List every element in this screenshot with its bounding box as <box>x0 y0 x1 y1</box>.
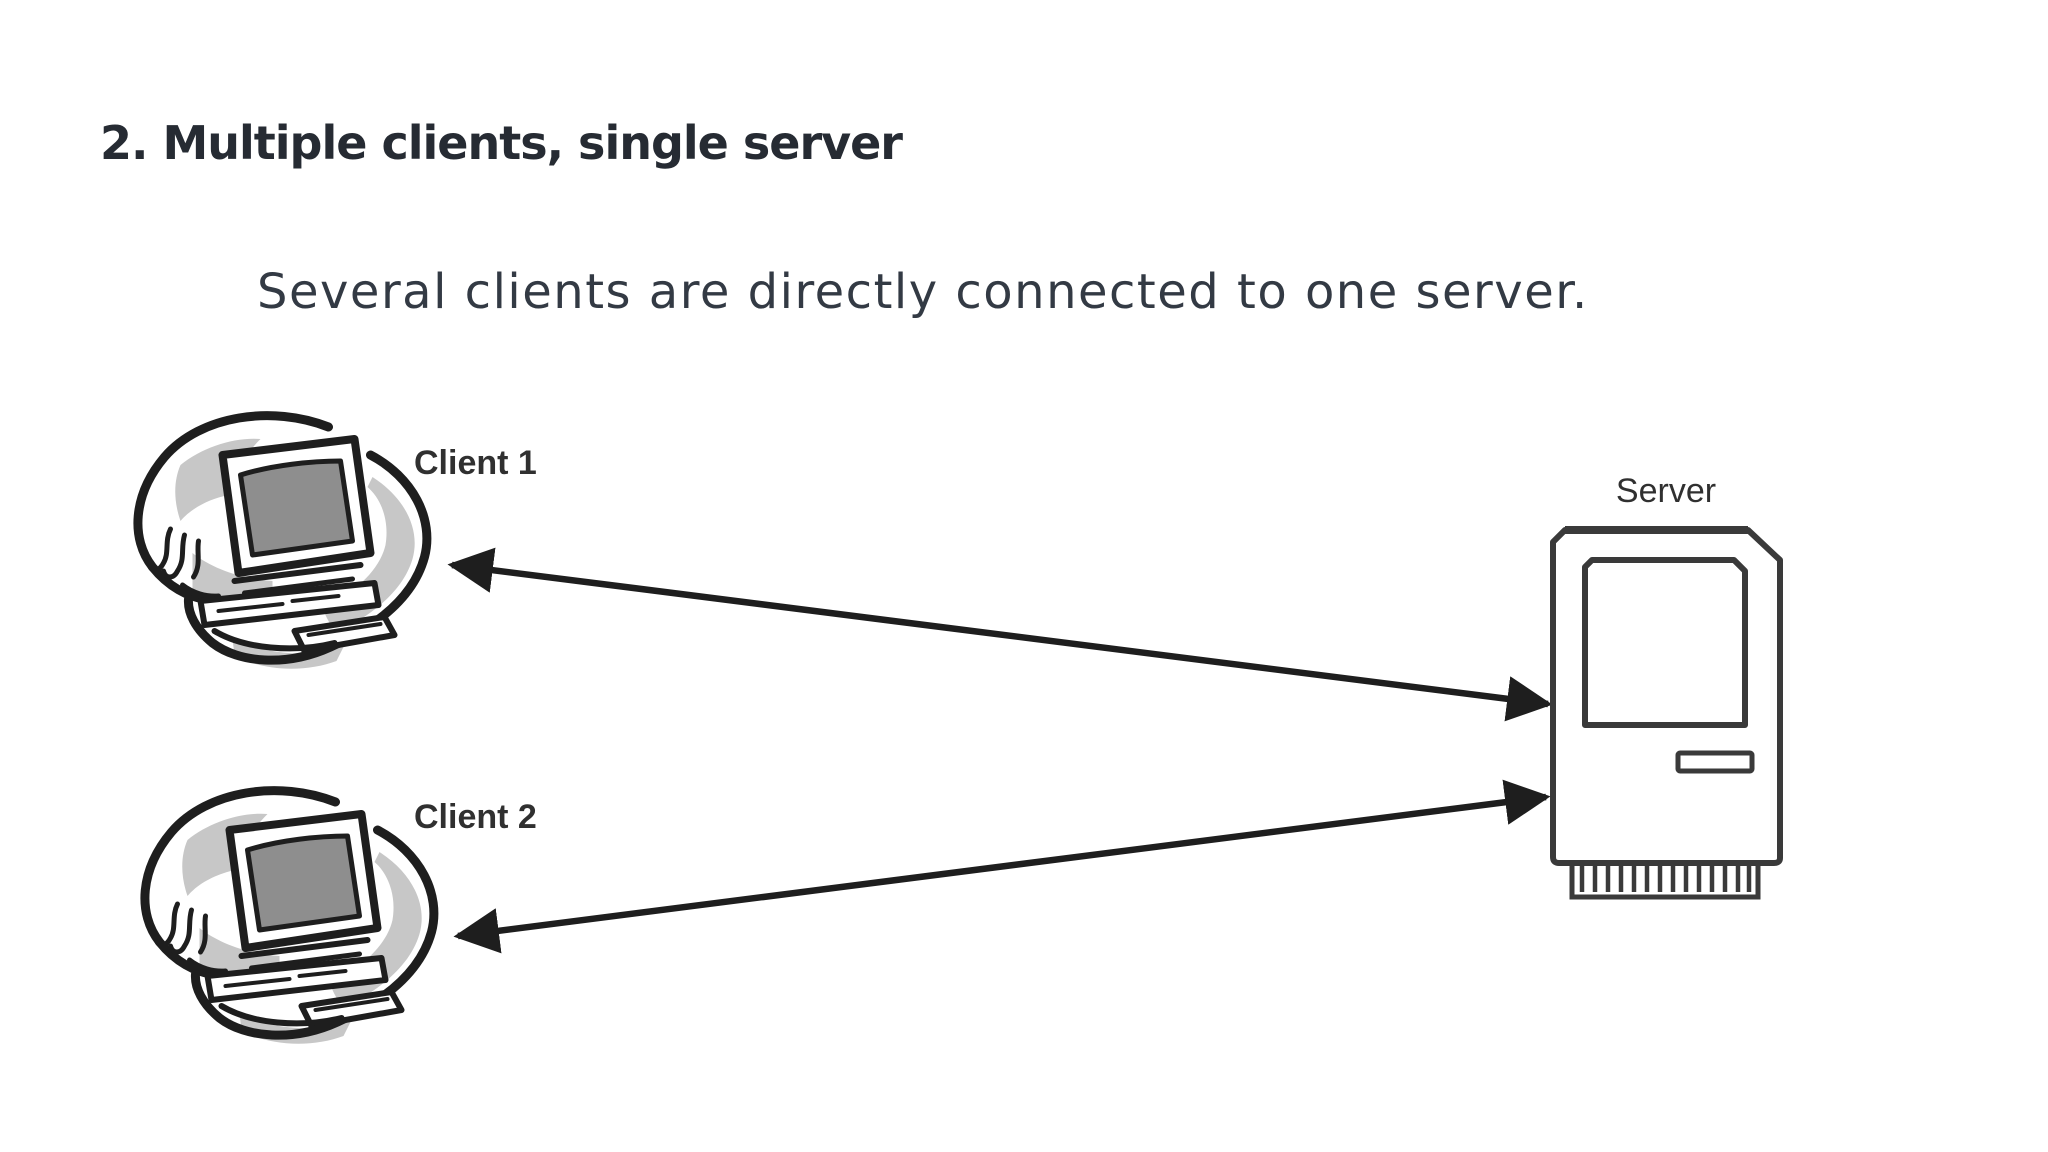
server-vent-grille <box>1579 863 1752 892</box>
diagram-caption: Several clients are directly connected t… <box>257 264 1589 320</box>
section-heading: 2. Multiple clients, single server <box>100 116 903 170</box>
connection-client2-server <box>453 779 1551 954</box>
client1-computer-icon <box>115 403 450 688</box>
client1-label: Client 1 <box>414 444 537 482</box>
client2-label: Client 2 <box>414 798 537 836</box>
connection-client1-server <box>447 547 1553 722</box>
server-label: Server <box>1615 472 1717 510</box>
client2-computer-icon <box>122 778 457 1063</box>
server-icon <box>1550 526 1783 900</box>
